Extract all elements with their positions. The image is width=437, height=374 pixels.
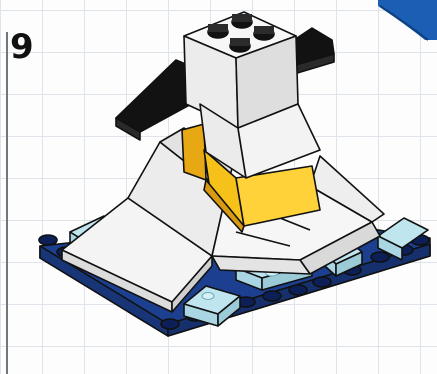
instruction-page: 9 bbox=[0, 0, 437, 374]
lego-penguin-build-icon bbox=[0, 0, 437, 374]
